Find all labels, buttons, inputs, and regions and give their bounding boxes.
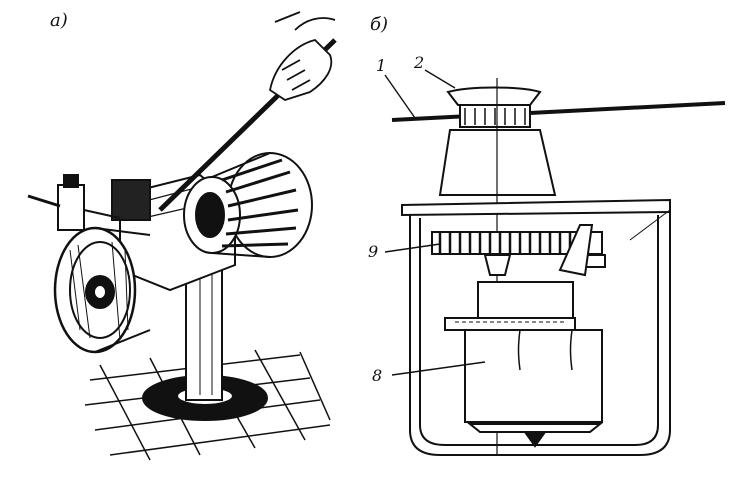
housing-body [409,210,671,456]
callout-9: 9 [368,242,379,261]
panel-a-label: а) [50,10,68,31]
callout-8: 8 [372,366,383,385]
control-cylinder [57,184,85,231]
housing-lid [401,198,671,217]
worm-gear [431,224,606,277]
panel-b-label: б) [370,14,389,35]
motor-8 [444,281,603,448]
callout-2: 2 [414,53,425,72]
panel-b-illustration [384,69,726,456]
electric-motor [183,152,313,258]
rope [391,101,726,122]
panel-a-illustration [27,11,337,461]
capstan-head [438,86,557,196]
capstan-drum [53,226,151,354]
hand-illustration [268,11,336,101]
callout-leaders [384,69,486,376]
callout-1: 1 [376,56,387,75]
